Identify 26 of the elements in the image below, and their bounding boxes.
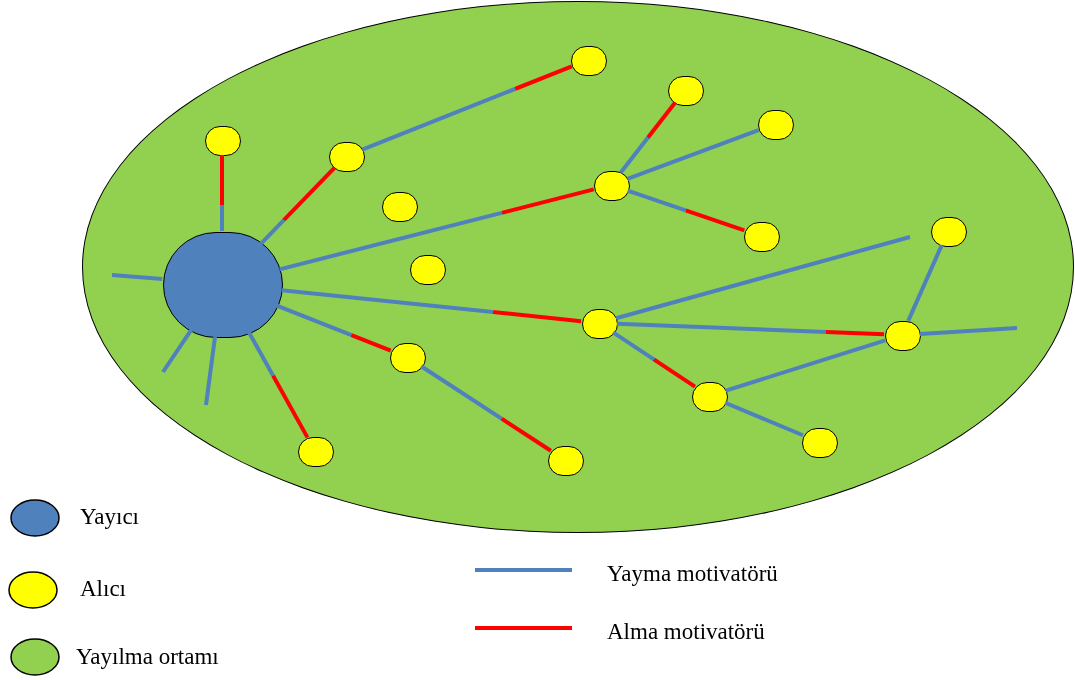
legend-label: Alıcı [80,577,126,600]
legend-label: Yayıcı [80,505,139,528]
connector-line [906,244,944,322]
connector-line [626,128,760,181]
connector-line [724,400,804,438]
connector-line [361,64,573,152]
legend-label: Yayma motivatörü [607,562,778,585]
connector-line [220,155,224,231]
connector-line [279,187,595,272]
connector-line [420,364,552,453]
connector-line [246,330,310,439]
connector-line [619,101,677,174]
connector-line [725,338,886,393]
connector-line [111,273,163,282]
connector-line [276,303,392,353]
connector-line [627,188,745,233]
connector-line [259,166,337,246]
connector-line [616,321,885,337]
connector-line [204,336,218,406]
connector-line [611,330,697,389]
legend-label: Alma motivatörü [607,620,765,643]
connector-line [615,235,911,321]
legend-label: Yayılma ortamı [76,645,219,668]
connector-line [281,288,582,324]
connector-line [919,326,1018,336]
connector-line [161,328,194,374]
